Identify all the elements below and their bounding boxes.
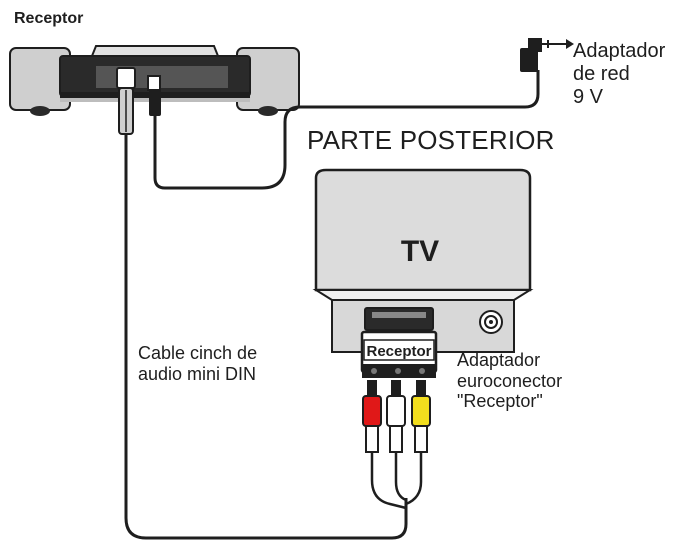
audio-cable-main [124,134,408,540]
mini-din-plug [116,67,136,135]
scart-socket [364,307,434,331]
power-adapter-label: Adaptador de red 9 V [573,40,666,108]
scart-adapter-label: Adaptador euroconector "Receptor" [457,350,563,412]
antenna-socket [479,310,503,334]
audio-cable-white [394,450,407,502]
scart-plug-label: Receptor [366,343,431,360]
power-cable [153,70,540,190]
audio-cable-yellow [405,450,423,506]
rca-plug-yellow [411,380,431,453]
scart-adapter: Receptor [360,330,438,378]
rca-plug-red [362,380,382,453]
tv-label: TV [401,235,439,268]
receiver-title: Receptor [14,10,84,27]
power-plug [147,75,161,116]
power-adapter-icon [520,38,574,72]
audio-cable-label: Cable cinch de audio mini DIN [138,343,258,384]
rca-plug-white [386,380,406,453]
rear-side-label: PARTE POSTERIOR [307,125,555,155]
audio-cable-red [370,450,407,510]
